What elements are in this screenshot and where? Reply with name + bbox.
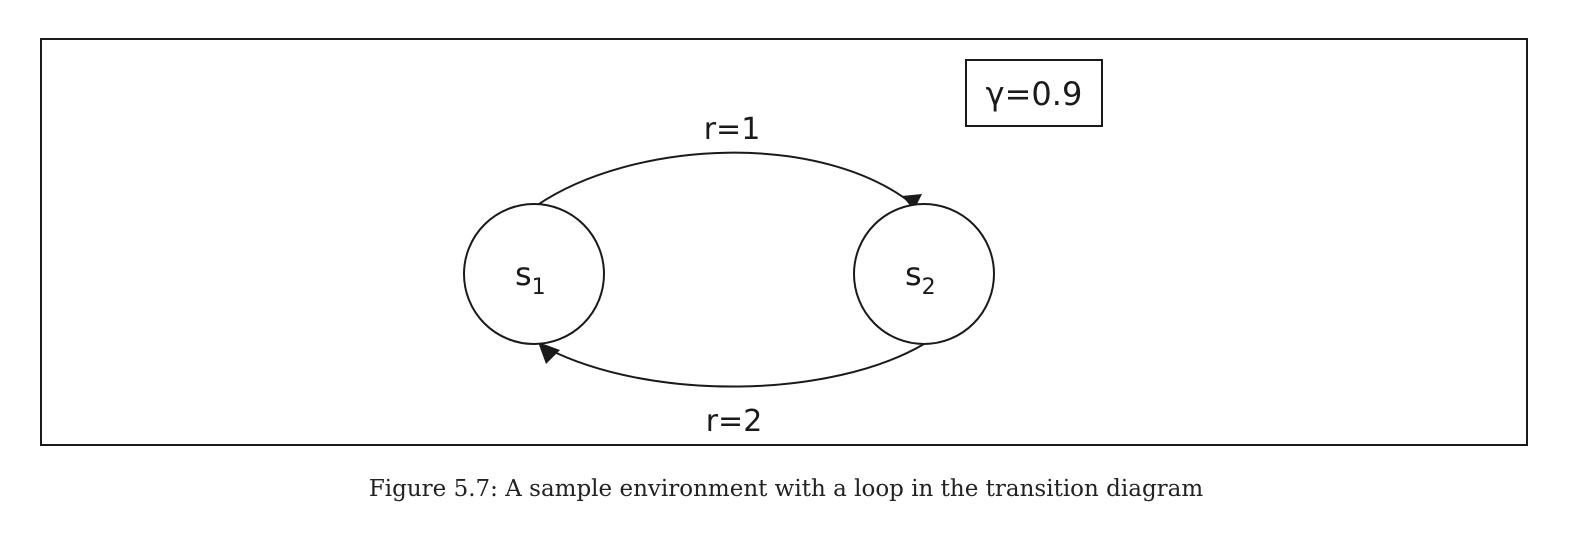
transition-label-r2: r=2 — [706, 404, 763, 439]
diagram-frame: s1 s2 r=1 r=2 γ=0.9 — [40, 38, 1528, 446]
arrowhead-s1-s2 — [902, 194, 922, 210]
state-subscript-s2: 2 — [922, 275, 936, 300]
state-label-s1: s — [515, 255, 532, 293]
state-circle-s2 — [853, 203, 995, 345]
arrowhead-s2-s1 — [538, 342, 560, 364]
discount-box-border — [965, 59, 1103, 127]
transition-arc-s2-s1 — [545, 343, 925, 388]
state-label-s2: s — [905, 255, 922, 293]
state-node-s1: s1 — [463, 203, 605, 345]
svg-text:s2: s2 — [905, 255, 936, 300]
discount-factor-box: γ=0.9 — [965, 59, 1103, 127]
state-node-s2: s2 — [853, 203, 995, 345]
transition-arc-s1-s2 — [535, 151, 916, 207]
state-subscript-s1: 1 — [532, 275, 546, 300]
figure-caption: Figure 5.7: A sample environment with a … — [368, 476, 1204, 502]
svg-text:s1: s1 — [515, 255, 546, 300]
transition-diagram: s1 s2 r=1 r=2 γ=0.9 — [463, 59, 1103, 439]
state-circle-s1 — [463, 203, 605, 345]
discount-factor-label: γ=0.9 — [986, 75, 1083, 113]
transition-label-r1: r=1 — [704, 112, 761, 147]
